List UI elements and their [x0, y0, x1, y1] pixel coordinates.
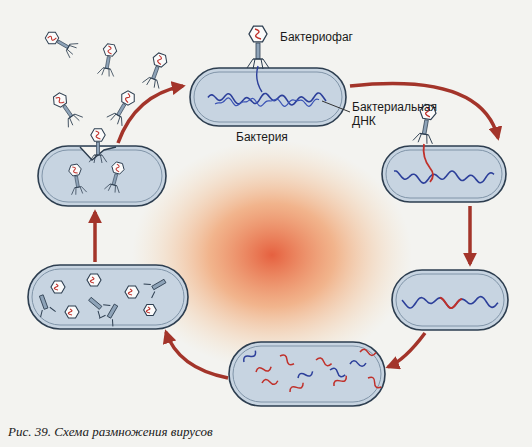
dna-strand [215, 98, 319, 106]
phage-head [144, 305, 157, 316]
dna-strand [440, 298, 462, 308]
dna-strand [394, 171, 494, 183]
bacteriophage [106, 88, 138, 126]
phage-head [87, 274, 101, 286]
bacteriophage [142, 51, 170, 89]
bacteriophage [97, 43, 119, 77]
phage-head [51, 281, 65, 293]
bacteriophage [43, 28, 79, 58]
bacterium-cell [382, 144, 506, 202]
bacteriophage [247, 26, 269, 69]
bacterium-cell [392, 270, 508, 330]
bacteriophage [49, 90, 83, 128]
bacteriophage [89, 129, 107, 163]
phage-tail [99, 301, 123, 326]
dna-strand [402, 297, 498, 308]
part-label: Бактерия [236, 130, 288, 144]
bacterium-cell [190, 66, 346, 126]
leader-line [322, 101, 350, 112]
bacterium-cell [229, 342, 385, 406]
phage-head [125, 286, 139, 298]
phage-tail [144, 274, 169, 298]
bacteriophage [66, 163, 86, 195]
figure-caption: Рис. 39. Схема размножения вирусов [8, 424, 213, 440]
cycle-arrows [95, 84, 498, 378]
bacteriophage [104, 161, 127, 194]
bacterium-cell [28, 265, 188, 329]
phage-tail [34, 293, 56, 317]
part-label: Бактериальная ДНК [352, 100, 448, 128]
phage-tail [85, 293, 111, 318]
phage-head [65, 306, 79, 318]
center-glow [132, 140, 412, 370]
part-label: Бактериофаг [280, 30, 353, 44]
bacterium-cell [38, 146, 166, 206]
